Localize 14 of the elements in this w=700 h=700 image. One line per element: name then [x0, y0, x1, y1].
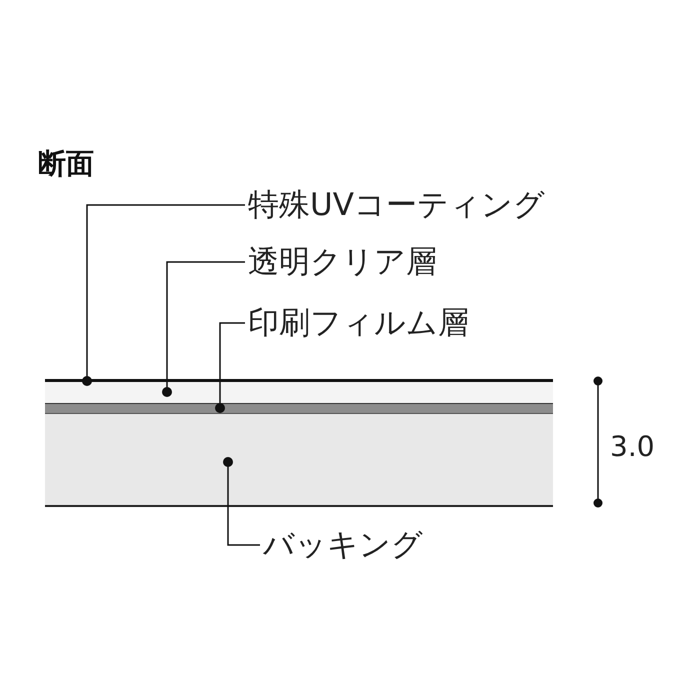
film-layer — [45, 403, 553, 414]
clear-layer — [45, 382, 553, 403]
callout-label: バッキング — [263, 527, 423, 563]
section-title: 断面 — [38, 146, 94, 182]
dimension-value: 3.0 — [610, 430, 655, 463]
backing-layer — [45, 414, 553, 507]
callout-label: 透明クリア層 — [248, 244, 437, 280]
leader-line — [82, 204, 245, 386]
callout-label: 印刷フィルム層 — [248, 305, 469, 341]
coating-line — [45, 379, 553, 382]
callout-label: 特殊UVコーティング — [248, 187, 545, 223]
leader-line — [215, 322, 245, 413]
leader-line — [162, 261, 245, 397]
leader-line — [223, 457, 260, 546]
